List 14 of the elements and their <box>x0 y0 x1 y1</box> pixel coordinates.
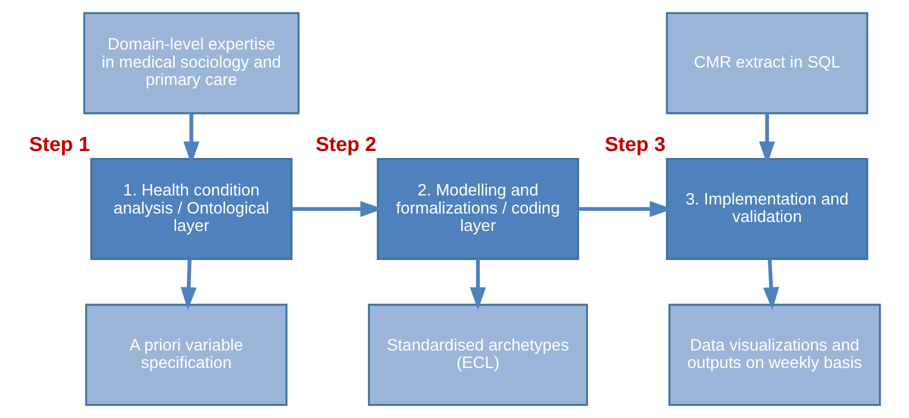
node-box: 3. Implementation and validation <box>666 158 868 260</box>
arrow <box>470 259 486 310</box>
node-label: Step 1 <box>29 134 90 156</box>
node-box: CMR extract in SQL <box>666 12 868 114</box>
node-box: Data visualizations and outputs on weekly basis <box>668 304 881 406</box>
node-box: Domain-level expertise in medical sociology and primary care <box>83 12 300 114</box>
node-box: 2. Modelling and formalizations / coding layer <box>376 158 580 260</box>
node-box: 1. Health condition analysis / Ontological layer <box>90 158 292 260</box>
arrow <box>763 259 780 310</box>
node-box: A priori variable specification <box>85 304 288 406</box>
node-box: Standardised archetypes (ECL) <box>368 304 588 406</box>
node-label: Step 3 <box>604 134 666 156</box>
node-label: Step 2 <box>316 134 376 156</box>
arrow <box>180 259 197 310</box>
